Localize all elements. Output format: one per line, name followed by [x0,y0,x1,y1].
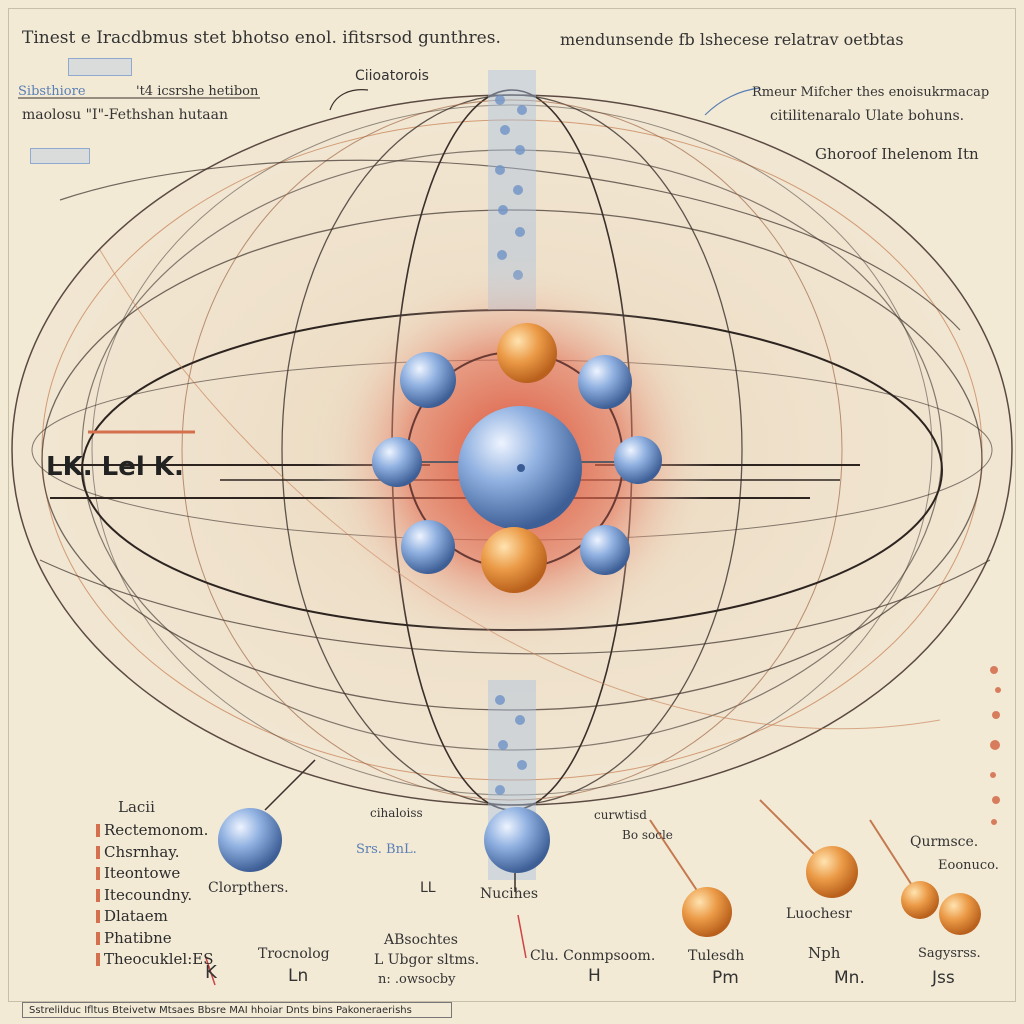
sketch-block [30,148,90,164]
electron [580,525,630,575]
shell-orbit [81,149,943,751]
bonds-label: Bo socle [622,828,673,842]
electron [614,436,662,484]
sub-atoms-label: Srs. BnL. [356,842,417,857]
electron [401,520,455,574]
latitude-orbit [41,209,983,711]
title-right: mendunsende fb lshecese relatrav oetbtas [560,30,904,49]
compression-sub-label: H [588,966,601,986]
right-note-a: Rmeur Mifcher thes enoisukrmacap [752,85,990,100]
tick-mark [517,914,527,959]
nucleus-label: Nucihes [480,886,539,902]
leader-line [704,87,761,116]
proton [481,527,547,593]
meridian-orbit [91,104,933,796]
proton-sample [901,881,939,919]
leader-line [329,89,369,111]
right-note-c: Ghoroof Ihelenom Itn [815,145,979,163]
protons-label: Trocnolog [258,946,330,962]
legend-item: Chsrnhay. [96,842,213,864]
compression-label: Clu. Conmpsoom. [530,948,656,964]
connector [264,759,316,811]
ll-label: LL [420,880,436,896]
connector [649,819,701,896]
electron [372,437,422,487]
nucleus-dot [517,464,525,472]
absorb-label-1: ABsochtes [384,932,458,948]
quantum-label: Qurmsce. [910,834,979,850]
meridian-orbit [281,94,743,806]
proton [497,323,557,383]
electrons-label: Clorpthers. [208,880,289,896]
spectrum-label: Sagysrss. [918,946,981,961]
decor-dots [990,666,1001,825]
connector [869,819,916,891]
proton-sample [939,893,981,935]
legend-item: Iteontowe [96,863,213,885]
left-note-c: maolosu "I"-Fethshan hutaan [22,107,229,123]
spectrum-sub-label: Jss [932,968,955,988]
meridian-orbit [181,99,843,801]
nucleus2-label: Tulesdh [688,948,745,964]
legend-item: Phatibne [96,928,213,950]
left-note-b: 't4 icsrshe hetibon [136,84,259,99]
tilted-orbit [59,159,961,331]
absorb-label-3: n: .owsocby [378,972,456,987]
sketch-block [68,58,132,76]
legend-item: Itecoundny. [96,885,213,907]
proton-sample [682,887,732,937]
bonds-top-label: curwtisd [594,808,647,822]
k-sub-label: K [205,962,217,983]
electron [578,355,632,409]
absorb-label-2: L Ubgor sltms. [374,952,480,968]
legend-heading: Lacii [118,798,155,816]
legend-item: Dlataem [96,906,213,928]
title-left: Tinest e Iracdbmus stet bhotso enol. ifi… [22,28,501,48]
protons-sub-label: Ln [288,966,309,986]
electron-sample [218,808,282,872]
electron [400,352,456,408]
tick-mark [204,954,216,986]
nucleus-sample [484,807,550,873]
legend-list: Rectemonom. Chsrnhay. Iteontowe Itecound… [96,820,213,971]
page-frame [8,8,1016,1002]
proton-sample [806,846,858,898]
nph-sub-label: Mn. [834,968,865,988]
left-note-a: Sibsthiore [18,84,86,99]
locher-label: Luochesr [786,906,852,922]
nucleus2-sub-label: Pm [712,968,739,988]
legend-item: Theocuklel:ES [96,949,213,971]
orbitals-label: Ciioatorois [355,68,429,84]
footer-caption: Sstrelilduc Ifltus Bteivetw Mtsaes Bbsre… [22,1002,452,1018]
atoms-label: cihaloiss [370,806,423,820]
legend-item: Rectemonom. [96,820,213,842]
nph-label: Nph [808,944,841,962]
side-label: LK. Lel K. [46,452,184,482]
right-note-b: citilitenaralo Ulate bohuns. [770,108,965,124]
emission-label: Eoonuco. [938,858,999,873]
